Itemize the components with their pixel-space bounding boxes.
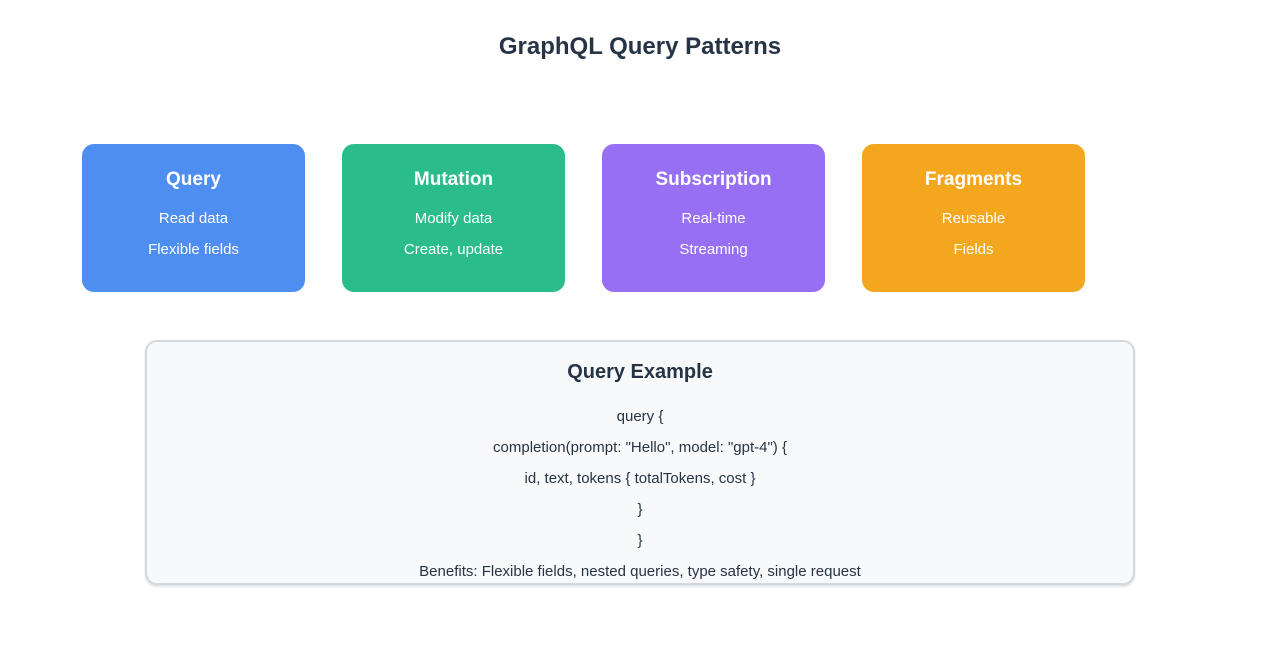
card-query: Query Read data Flexible fields — [82, 144, 305, 292]
card-mutation-title: Mutation — [413, 169, 494, 190]
card-query-title: Query — [166, 169, 221, 190]
card-subscription-title: Subscription — [655, 169, 772, 190]
card-query-line-2: Flexible fields — [148, 241, 239, 258]
card-mutation: Mutation Modify data Create, update — [342, 144, 565, 292]
code-line-4: } — [637, 501, 643, 518]
query-example-panel: Query Example query { completion(prompt:… — [145, 340, 1135, 585]
code-line-2: completion(prompt: "Hello", model: "gpt-… — [493, 439, 787, 456]
page-title: GraphQL Query Patterns — [498, 33, 782, 60]
card-fragments-title: Fragments — [924, 169, 1023, 190]
card-mutation-line-2: Create, update — [403, 241, 504, 258]
card-fragments: Fragments Reusable Fields — [862, 144, 1085, 292]
card-query-line-1: Read data — [158, 210, 229, 227]
card-subscription-line-2: Streaming — [679, 241, 748, 258]
code-line-3: id, text, tokens { totalTokens, cost } — [524, 470, 756, 487]
benefits-text: Benefits: Flexible fields, nested querie… — [419, 563, 861, 580]
code-line-5: } — [637, 532, 643, 549]
code-line-1: query { — [616, 408, 664, 425]
card-subscription-line-1: Real-time — [681, 210, 746, 227]
card-mutation-line-1: Modify data — [414, 210, 493, 227]
card-subscription: Subscription Real-time Streaming — [602, 144, 825, 292]
card-fragments-line-1: Reusable — [941, 210, 1006, 227]
pattern-cards-row: Query Read data Flexible fields Mutation… — [82, 144, 1085, 292]
query-example-title: Query Example — [567, 361, 713, 383]
card-fragments-line-2: Fields — [953, 241, 994, 258]
